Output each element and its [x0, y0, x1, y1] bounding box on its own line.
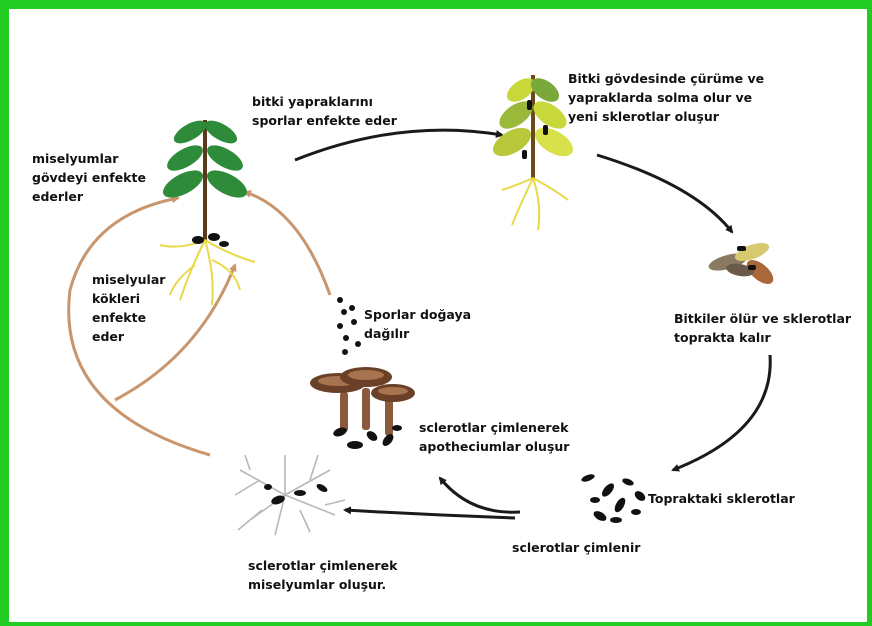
- label-dies: Bitkiler ölür ve sklerotlar toprakta kal…: [674, 309, 851, 347]
- dead-plant-icon: [707, 239, 778, 288]
- label-mycelium-form: sclerotlar çimlenerek miselyumlar oluşur…: [248, 556, 397, 594]
- arrow-to-soil-sclerotia: [673, 355, 770, 470]
- sclerotia-icon: [580, 473, 647, 523]
- label-plant-infection: bitki yapraklarını sporlar enfekte eder: [252, 92, 397, 130]
- label-apothecia: sclerotlar çimlenerek apotheciumlar oluş…: [419, 418, 569, 456]
- label-root-infection: miselyular kökleri enfekte eder: [92, 270, 165, 346]
- arrow-to-dead-plant: [597, 155, 732, 232]
- apothecia-icon: [310, 367, 415, 449]
- arrow-to-apothecia: [440, 478, 520, 512]
- arrow-to-rotting-plant: [295, 130, 502, 160]
- healthy-plant-icon: [159, 116, 255, 305]
- wilted-plant-icon: [488, 73, 577, 230]
- label-spores: Sporlar doğaya dağılır: [364, 305, 471, 343]
- label-soil-sclerotia: Topraktaki sklerotlar: [648, 489, 795, 508]
- label-germinate: sclerotlar çimlenir: [512, 538, 640, 557]
- mycelium-icon: [235, 455, 345, 535]
- arrow-spores-to-plant: [245, 192, 330, 295]
- label-stem-infection: miselyumlar gövdeyi enfekte ederler: [32, 149, 146, 206]
- label-rot: Bitki gövdesinde çürüme ve yapraklarda s…: [568, 69, 764, 126]
- spores-icon: [337, 297, 361, 355]
